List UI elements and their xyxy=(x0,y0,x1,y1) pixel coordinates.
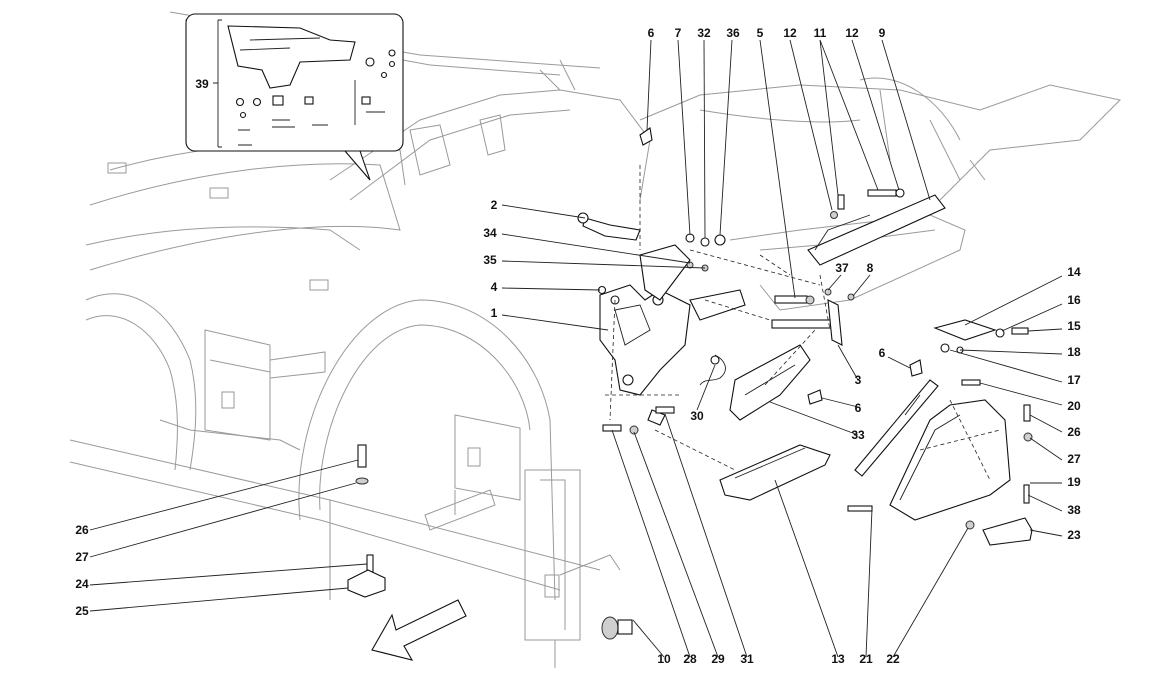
callout-7: 7 xyxy=(674,26,682,40)
callout-3: 3 xyxy=(854,373,862,387)
callout-1: 1 xyxy=(490,306,498,320)
callout-5: 5 xyxy=(756,26,764,40)
callout-36: 36 xyxy=(726,26,740,40)
direction-arrow xyxy=(371,599,467,661)
callout-14: 14 xyxy=(1067,265,1081,279)
callout-20: 20 xyxy=(1067,399,1081,413)
callout-26-left: 26 xyxy=(75,523,89,537)
callout-21: 21 xyxy=(859,652,873,666)
callout-18: 18 xyxy=(1067,345,1081,359)
callout-33: 33 xyxy=(851,428,865,442)
callout-39-inset: 39 xyxy=(195,77,209,91)
callout-4: 4 xyxy=(490,280,498,294)
callout-13: 13 xyxy=(831,652,845,666)
callout-12-left: 12 xyxy=(783,26,797,40)
callout-6-mid: 6 xyxy=(878,346,886,360)
callout-12-right: 12 xyxy=(845,26,859,40)
callout-15: 15 xyxy=(1067,319,1081,333)
callout-16: 16 xyxy=(1067,293,1081,307)
callout-34: 34 xyxy=(483,226,497,240)
callout-19: 19 xyxy=(1067,475,1081,489)
callout-35: 35 xyxy=(483,253,497,267)
car-body-outline xyxy=(69,11,1122,668)
main-parts xyxy=(347,127,1033,640)
callout-11: 11 xyxy=(813,26,827,40)
callout-38: 38 xyxy=(1067,503,1081,517)
callout-29: 29 xyxy=(711,652,725,666)
detail-inset-box xyxy=(185,13,404,181)
callout-37: 37 xyxy=(835,261,849,275)
callout-9: 9 xyxy=(878,26,886,40)
callout-27-left: 27 xyxy=(75,550,89,564)
callout-31: 31 xyxy=(740,652,754,666)
callout-10: 10 xyxy=(657,652,671,666)
callout-26-right: 26 xyxy=(1067,425,1081,439)
callout-32: 32 xyxy=(697,26,711,40)
callout-24: 24 xyxy=(75,577,89,591)
callout-27-right: 27 xyxy=(1067,452,1081,466)
callout-2: 2 xyxy=(490,198,498,212)
callout-8: 8 xyxy=(866,261,874,275)
callout-22: 22 xyxy=(886,652,900,666)
leader-lines xyxy=(89,39,1063,658)
callout-30: 30 xyxy=(690,409,704,423)
callout-28: 28 xyxy=(683,652,697,666)
callout-23: 23 xyxy=(1067,528,1081,542)
callout-6-top: 6 xyxy=(647,26,655,40)
callout-6-lower: 6 xyxy=(854,401,862,415)
callout-17: 17 xyxy=(1067,373,1081,387)
callout-25: 25 xyxy=(75,604,89,618)
